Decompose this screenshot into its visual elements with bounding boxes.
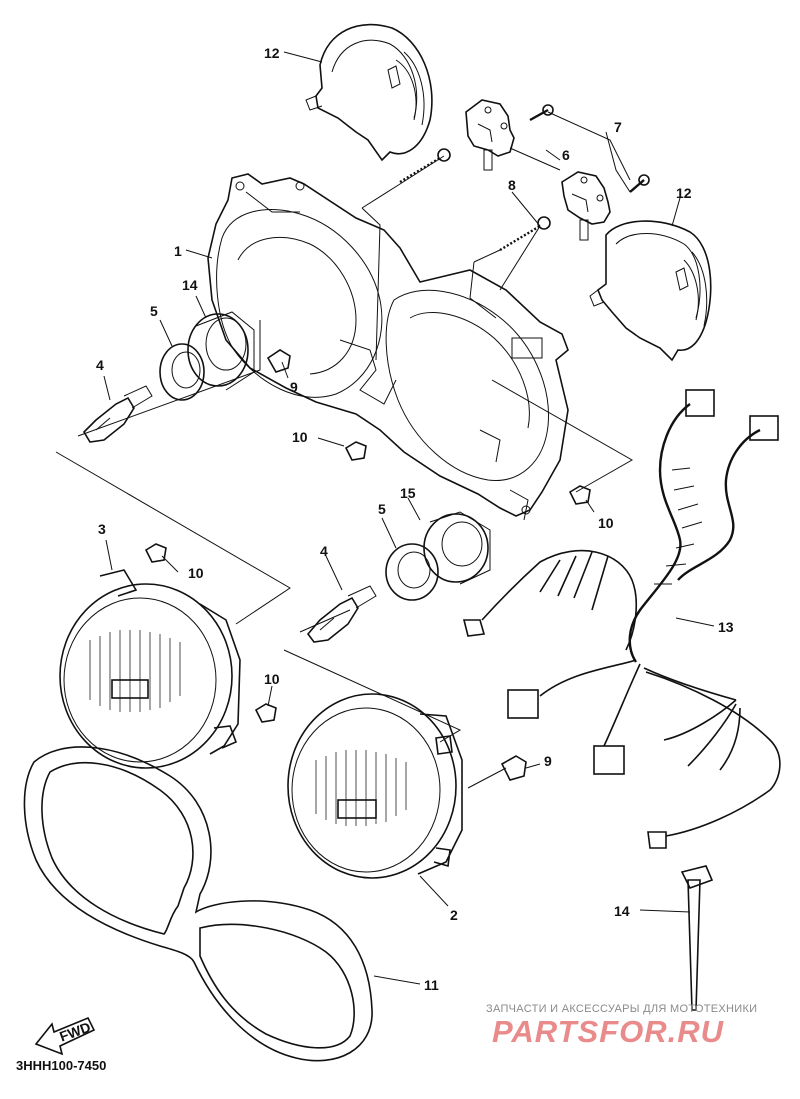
headlight-rim [23, 746, 373, 1062]
callout-8: 8 [508, 177, 516, 193]
bolt-8 [399, 148, 551, 252]
callout-5-left: 5 [150, 303, 158, 319]
bulb-left [82, 385, 153, 443]
callout-4-right: 4 [320, 543, 328, 559]
callout-numbers: 12 1 14 5 4 9 10 7 6 8 12 10 15 5 4 3 10… [96, 45, 734, 993]
callout-10-lower: 10 [264, 671, 280, 687]
headlight-housing [207, 173, 569, 521]
diagram-code: 3HHH100-7450 [16, 1058, 107, 1073]
callout-leaders [103, 51, 715, 985]
assembly-guide-lines [55, 111, 634, 789]
bulb-ring-left [159, 343, 205, 401]
rear-cover-upper [305, 23, 433, 162]
callout-2: 2 [450, 907, 458, 923]
bolt-7 [529, 104, 650, 193]
headlight-unit-right [287, 693, 463, 879]
callout-4-left: 4 [96, 357, 104, 373]
callout-3: 3 [98, 521, 106, 537]
callout-9-lower: 9 [544, 753, 552, 769]
callout-15: 14 [614, 903, 630, 919]
bulb-socket-left [187, 311, 255, 391]
callout-14-left: 14 [182, 277, 198, 293]
watermark-logo: PARTSFOR.RU [492, 1014, 725, 1049]
callout-12-right: 12 [676, 185, 692, 201]
svg-text:FWD: FWD [57, 1019, 92, 1045]
fwd-arrow: FWD [34, 1016, 96, 1056]
callout-13: 13 [718, 619, 734, 635]
callout-5-right: 5 [378, 501, 386, 517]
callout-7: 7 [614, 119, 622, 135]
callout-10-upper: 10 [292, 429, 308, 445]
watermark-tagline: ЗАПЧАСТИ И АКСЕССУАРЫ ДЛЯ МОТОТЕХНИКИ [486, 1003, 758, 1015]
bracket-upper [465, 99, 515, 171]
callout-9-upper: 9 [290, 379, 298, 395]
bracket-lower [561, 171, 611, 241]
callout-11: 11 [424, 977, 439, 993]
callout-6: 6 [562, 147, 570, 163]
position-bulb-9-lower [500, 755, 527, 781]
grommets-10 [144, 441, 591, 723]
callout-10-right: 10 [598, 515, 614, 531]
cable-tie [680, 865, 714, 1011]
callout-14-right: 15 [400, 485, 416, 501]
position-bulb-9-upper [266, 349, 291, 373]
callout-12-top: 12 [264, 45, 280, 61]
rear-cover-right [589, 220, 712, 362]
headlight-unit-left [59, 569, 241, 769]
bulb-socket-right [423, 511, 491, 585]
callout-1: 1 [174, 243, 182, 259]
callout-10-left: 10 [188, 565, 204, 581]
bulb-right [306, 585, 377, 643]
wire-harness [462, 389, 781, 849]
bulb-ring-right [385, 543, 439, 601]
